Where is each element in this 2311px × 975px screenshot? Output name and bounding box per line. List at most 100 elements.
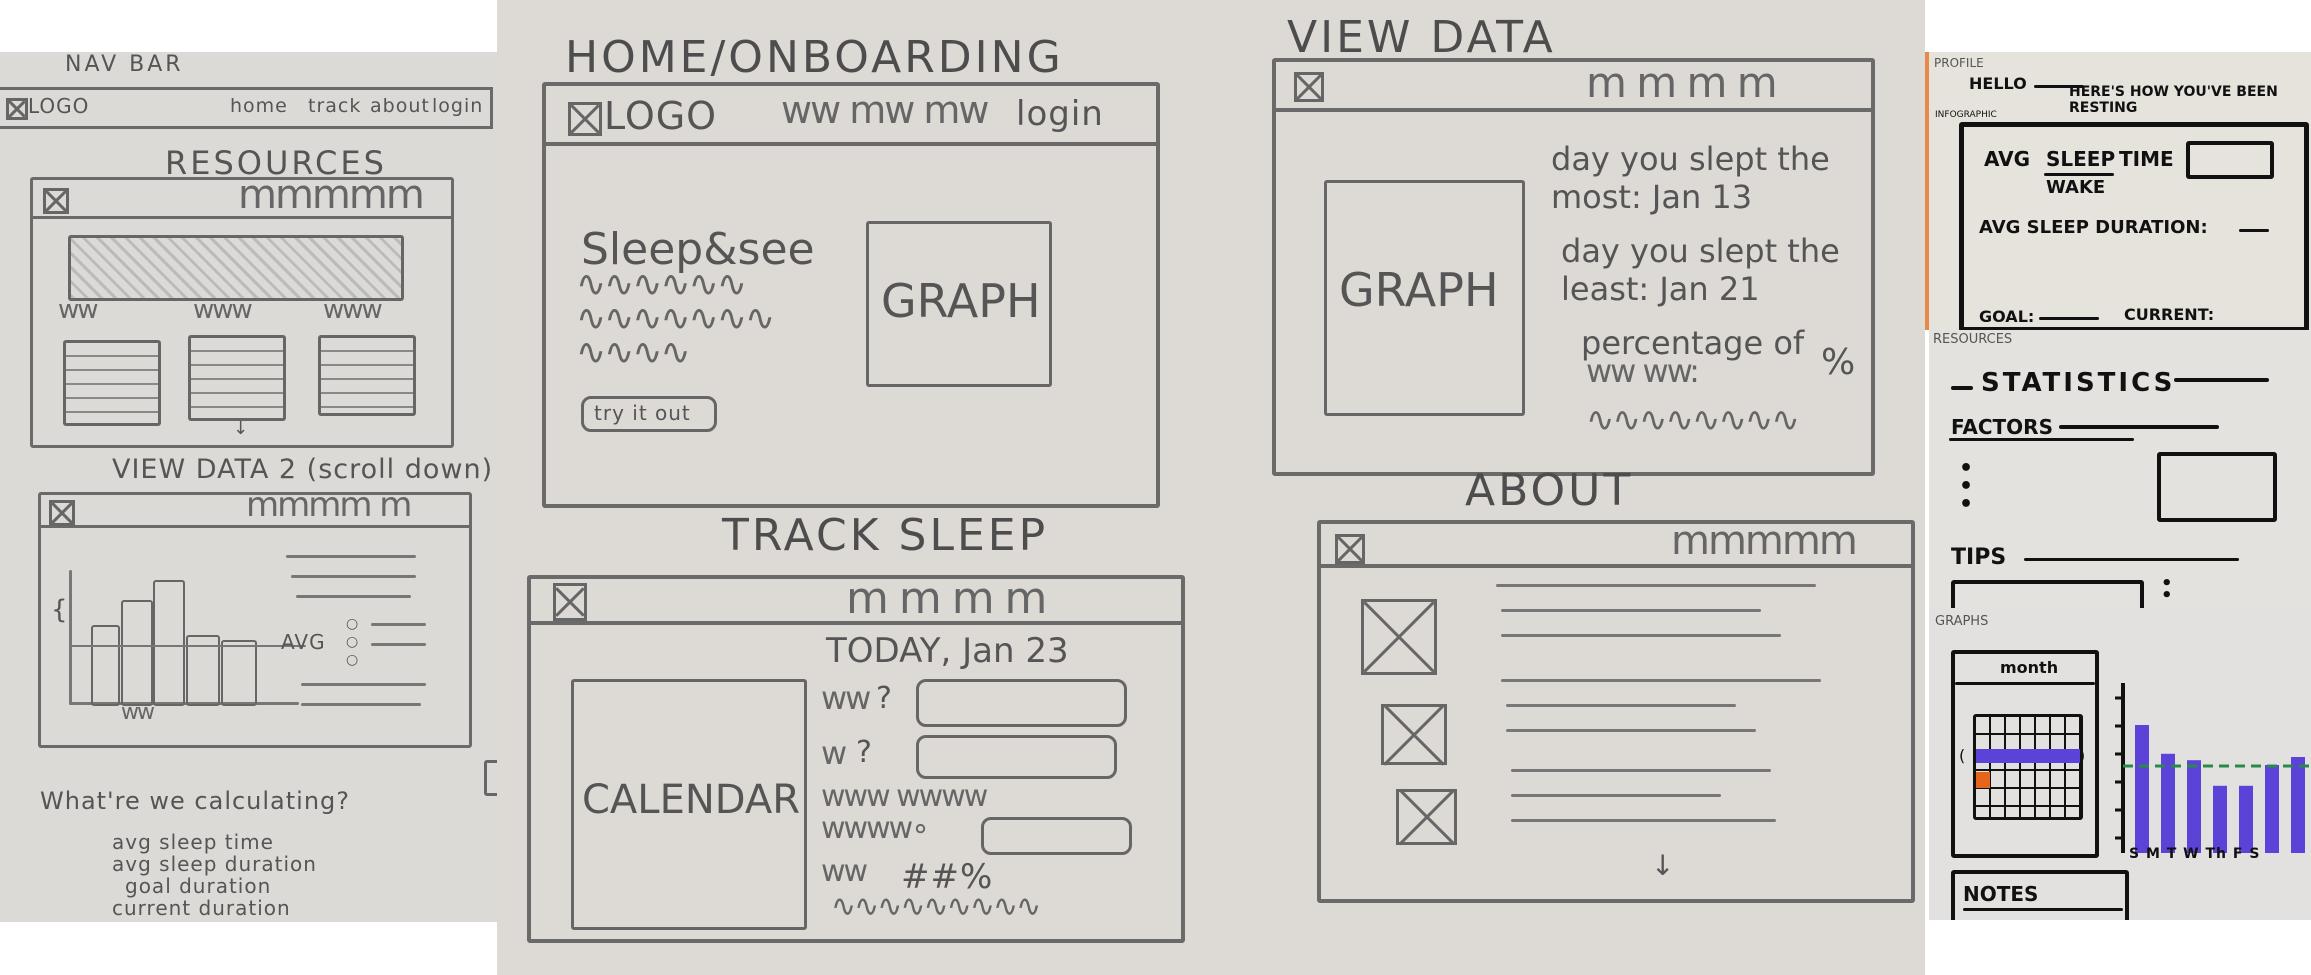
offscreen-frame-edge — [484, 760, 497, 796]
header-squiggle: mmmmm — [238, 172, 425, 218]
nav-link-about[interactable]: about — [370, 95, 430, 117]
y-axis-brace: { — [51, 595, 68, 625]
track-sleep-wireframe: m m m m CALENDAR TODAY, Jan 23 ww ? w ? … — [527, 573, 1185, 943]
resting-heading: HERE'S HOW YOU'VE BEEN RESTING — [2069, 84, 2278, 116]
resources-panel-2: RESOURCES STATISTICS FACTORS ••• TIPS •• — [1929, 330, 2311, 608]
home-graph-label: GRAPH — [881, 274, 1041, 328]
window-placeholder-icon — [43, 188, 69, 214]
wake-label: WAKE — [2046, 177, 2106, 198]
calendar-grid — [1973, 714, 2083, 820]
resources-wireframe: mmmmm ww www www ↓ — [30, 172, 454, 448]
chart-bar — [221, 640, 257, 706]
left-sketch-sheet: NAV BAR LOGO home track about login RESO… — [0, 52, 497, 922]
weekly-bar-chart — [2115, 683, 2311, 853]
graphs-label: GRAPHS — [1935, 614, 1989, 629]
time-label: TIME — [2119, 147, 2174, 171]
navbar-title: NAV BAR — [65, 52, 184, 77]
profile-panel: PROFILE HELLO INFOGRAPHIC HERE'S HOW YOU… — [1925, 52, 2311, 330]
window-placeholder-icon — [553, 583, 587, 621]
view-data-graph-label: GRAPH — [1339, 263, 1499, 317]
sleep-input-3[interactable] — [981, 817, 1132, 855]
nav-link-track[interactable]: track — [308, 95, 362, 117]
calendar-highlight-week — [1976, 749, 2080, 763]
resource-card-3 — [318, 335, 416, 416]
tips-heading: TIPS — [1951, 545, 2007, 570]
track-sleep-title: TRACK SLEEP — [722, 510, 1049, 561]
resource-card-1 — [63, 340, 161, 426]
calc-heading: What're we calculating? — [40, 787, 351, 815]
navbar-logo[interactable]: LOGO — [28, 94, 90, 118]
notes-label: NOTES — [1963, 882, 2039, 906]
sleep-input-2[interactable] — [916, 735, 1117, 779]
chart-bar — [91, 625, 120, 706]
calendar-widget: month ( ) — [1951, 650, 2099, 858]
avg-sleep-label: AVG — [1984, 147, 2031, 171]
weekly-bar — [2291, 757, 2305, 853]
calendar-label: CALENDAR — [582, 777, 801, 823]
question-mark: ? — [876, 681, 893, 716]
calc-item: avg sleep time — [112, 830, 274, 854]
percentage-stat: percentage of — [1581, 324, 1805, 362]
chart-bar — [153, 580, 185, 706]
main-sketch-sheet: HOME/ONBOARDING LOGO ww mw mw login Slee… — [497, 0, 1925, 975]
factors-heading: FACTORS — [1951, 415, 2053, 439]
weekly-bar — [2239, 785, 2253, 853]
weekly-bar — [2161, 753, 2175, 853]
graphs-panel: GRAPHS month ( ) S M T W Th F S NOTES — [1929, 608, 2311, 920]
weekly-bar — [2213, 785, 2227, 853]
about-image-icon — [1396, 789, 1457, 845]
avg-sleep-value-box — [2186, 141, 2274, 179]
profile-infographic-box: AVG SLEEP TIME WAKE AVG SLEEP DURATION: … — [1959, 122, 2309, 330]
current-label: CURRENT: — [2124, 305, 2215, 324]
window-placeholder-icon — [1294, 72, 1324, 102]
try-it-out-button[interactable]: try it out — [581, 396, 717, 432]
home-wireframe: LOGO ww mw mw login Sleep&see ∿∿∿∿∿∿ ∿∿∿… — [542, 82, 1160, 508]
infographic-label: INFOGRAPHIC — [1935, 110, 1997, 120]
weekly-bar — [2187, 760, 2201, 853]
calendar-today-marker — [1976, 772, 1990, 788]
notes-box: NOTES — [1951, 870, 2129, 920]
home-headline: Sleep&see — [581, 224, 815, 275]
profile-label: PROFILE — [1934, 56, 1984, 70]
logo-placeholder-icon — [6, 98, 28, 120]
goal-label: GOAL: — [1979, 307, 2035, 326]
about-image-icon — [1381, 704, 1447, 765]
home-login-link[interactable]: login — [1016, 94, 1104, 134]
resources-title: RESOURCES — [165, 144, 387, 182]
calc-item: avg sleep duration — [112, 852, 317, 876]
today-date: TODAY, Jan 23 — [826, 631, 1069, 671]
calc-item: current duration — [112, 896, 291, 920]
logo-placeholder-icon — [568, 102, 602, 136]
home-title: HOME/ONBOARDING — [565, 32, 1064, 83]
percent-sign: % — [1821, 342, 1857, 383]
sleep-label: SLEEP — [2046, 147, 2116, 171]
nav-link-login[interactable]: login — [432, 95, 484, 117]
avg-label: AVG — [281, 630, 326, 654]
weekly-bar — [2265, 765, 2279, 853]
view-data-title: VIEW DATA — [1287, 12, 1556, 63]
view-data-2-title: VIEW DATA 2 (scroll down) — [112, 454, 494, 485]
view-data-2-wireframe: mmmm m { AVG ww ○○○ — [38, 485, 472, 748]
sleep-input-1[interactable] — [916, 679, 1127, 727]
home-graph-placeholder: GRAPH — [866, 221, 1052, 387]
weekly-bar — [2135, 725, 2149, 853]
about-image-icon — [1361, 599, 1437, 675]
window-placeholder-icon — [1335, 534, 1365, 564]
nav-link-home[interactable]: home — [230, 95, 288, 117]
home-logo[interactable]: LOGO — [604, 94, 718, 138]
tips-box — [1951, 580, 2144, 608]
scroll-arrow-icon: ↓ — [233, 418, 249, 439]
about-wireframe: mmmmm ↓ — [1317, 518, 1915, 903]
scroll-arrow-icon: ↓ — [1651, 849, 1675, 882]
navbar-sketch: LOGO home track about login — [0, 87, 493, 129]
duration-label: AVG SLEEP DURATION: — [1979, 217, 2208, 238]
about-title: ABOUT — [1465, 465, 1634, 516]
view-data-graph-placeholder: GRAPH — [1324, 180, 1525, 416]
resource-card-2 — [188, 335, 286, 421]
slept-least-stat: day you slept the least: Jan 21 — [1561, 232, 1840, 308]
try-it-out-label: try it out — [594, 401, 691, 425]
weekday-labels: S M T W Th F S — [2129, 846, 2261, 862]
factors-image-box — [2157, 452, 2277, 522]
chart-bar — [121, 600, 153, 706]
resources-label: RESOURCES — [1933, 332, 2013, 347]
